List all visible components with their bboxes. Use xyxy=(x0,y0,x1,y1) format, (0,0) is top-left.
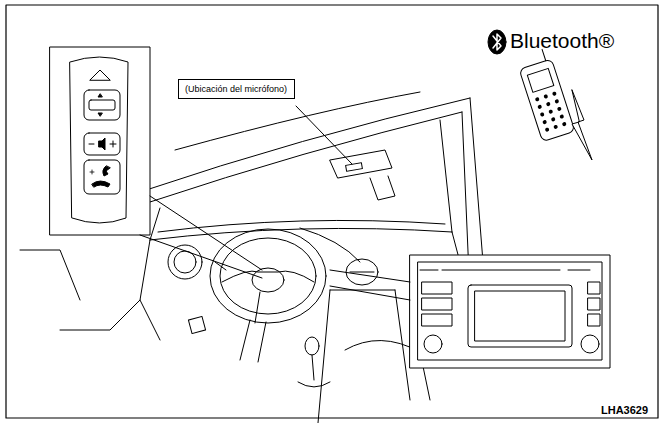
bluetooth-label: Bluetooth® xyxy=(510,29,614,53)
callout-box: (Ubicación del micrófono) xyxy=(178,79,295,99)
figure-code: LHA3629 xyxy=(601,404,648,416)
callout-text: (Ubicación del micrófono) xyxy=(185,84,288,94)
